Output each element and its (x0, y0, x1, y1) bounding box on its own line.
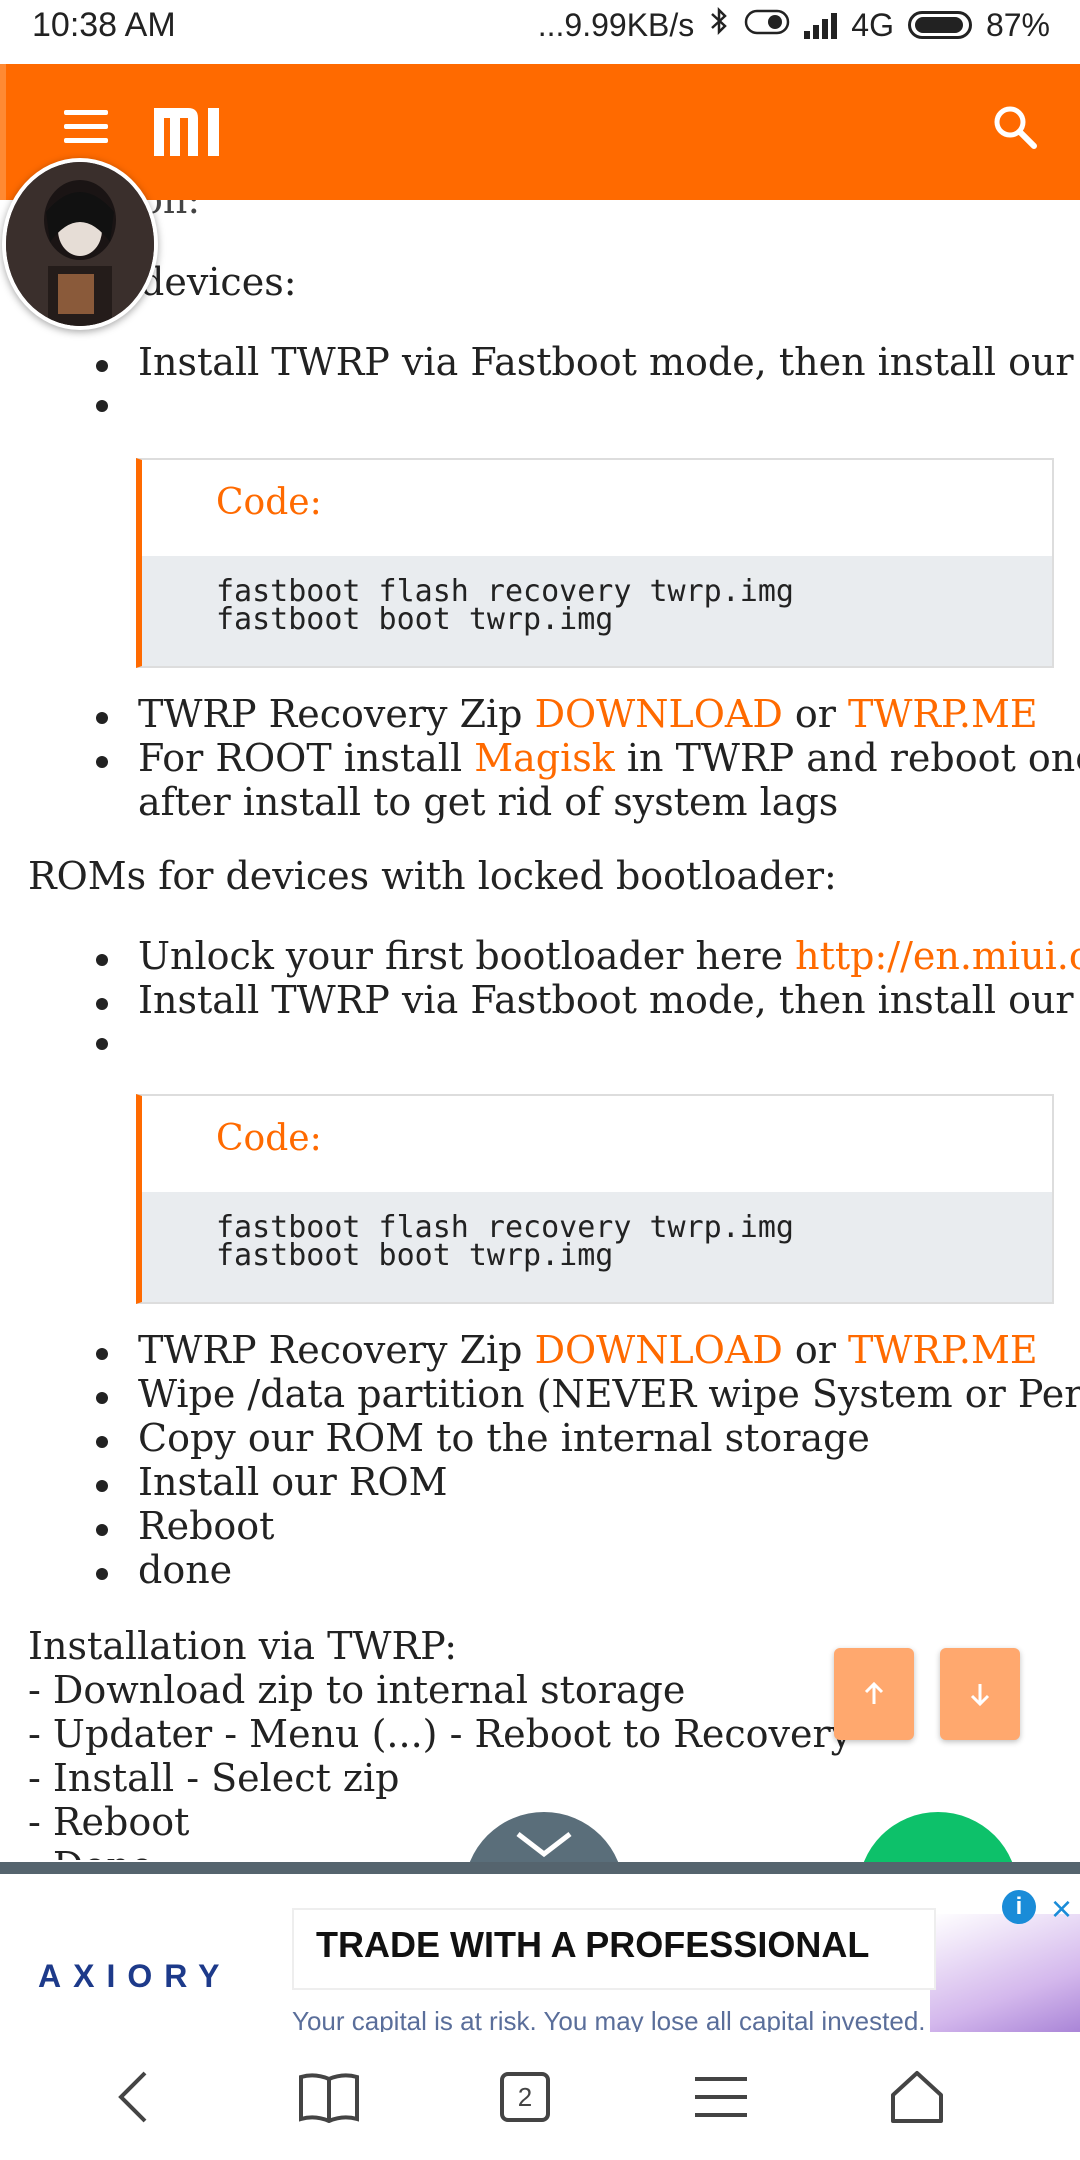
back-button[interactable] (98, 2062, 168, 2132)
magisk-link[interactable]: Magisk (474, 736, 615, 780)
status-icons: ...9.99KB/s 4G 87% (538, 6, 1050, 44)
code-body[interactable]: fastboot flash recovery twrp.img fastboo… (142, 1192, 1052, 1302)
arrow-down-icon (970, 1684, 990, 1707)
mi-logo[interactable] (154, 100, 228, 164)
code-line: fastboot flash recovery twrp.img (216, 574, 794, 609)
bullet (96, 1480, 108, 1492)
code-line: fastboot flash recovery twrp.img (216, 1210, 794, 1245)
signal-icon (804, 11, 838, 39)
battery-percent: 87% (985, 6, 1050, 43)
bullet (96, 1038, 108, 1050)
home-button[interactable] (882, 2062, 952, 2132)
tabs-count: 2 (500, 2072, 550, 2122)
bullet (96, 954, 108, 966)
app-header (0, 64, 1080, 200)
bullet (96, 1392, 108, 1404)
browser-bottom-nav: 2 (0, 2032, 1080, 2160)
list-item: Reboot (138, 1504, 275, 1548)
list-item: TWRP Recovery Zip DOWNLOAD or TWRP.ME (138, 1328, 1038, 1372)
network-type: 4G (851, 6, 894, 43)
list-item: Install our ROM (138, 1460, 448, 1504)
install-step: - Download zip to internal storage (28, 1668, 686, 1712)
code-block: Code: fastboot flash recovery twrp.img f… (136, 458, 1054, 668)
bookmarks-button[interactable] (294, 2062, 364, 2132)
twrp-me-link[interactable]: TWRP.ME (848, 1328, 1038, 1372)
code-label: Code: (216, 1118, 322, 1159)
menu-icon (695, 2077, 747, 2117)
bullet (96, 756, 108, 768)
download-link[interactable]: DOWNLOAD (534, 1328, 783, 1372)
bullet (96, 1568, 108, 1580)
status-bar: 10:38 AM ...9.99KB/s 4G 87% (0, 0, 1080, 64)
network-speed: ...9.99KB/s (537, 6, 695, 43)
ad-banner[interactable]: AXIORY TRADE WITH A PROFESSIONAL Your ca… (0, 1862, 1080, 2032)
code-label: Code: (216, 482, 322, 523)
bullet (96, 1436, 108, 1448)
download-link[interactable]: DOWNLOAD (534, 692, 783, 736)
section-heading: Installation via TWRP: (28, 1624, 458, 1668)
code-line: fastboot boot twrp.img (216, 602, 614, 637)
battery-icon (907, 11, 972, 39)
list-item: done (138, 1548, 233, 1592)
install-step: - Reboot (28, 1800, 190, 1844)
code-block: Code: fastboot flash recovery twrp.img f… (136, 1094, 1054, 1304)
status-time: 10:38 AM (32, 6, 176, 44)
chevron-down-icon (516, 1832, 572, 1858)
bullet (96, 360, 108, 372)
scroll-down-button[interactable] (940, 1648, 1020, 1740)
install-step: - Done (28, 1844, 153, 1860)
scroll-up-button[interactable] (834, 1648, 914, 1740)
book-icon (299, 2073, 359, 2123)
ad-image (930, 1914, 1080, 2032)
ad-headline-box: TRADE WITH A PROFESSIONAL (292, 1908, 936, 1990)
ad-disclaimer: Your capital is at risk. You may lose al… (292, 2006, 926, 2032)
code-body[interactable]: fastboot flash recovery twrp.img fastboo… (142, 556, 1052, 666)
unlock-link[interactable]: http://en.miui.com/unlock/ (795, 934, 1080, 978)
intro-text: devices: (140, 260, 297, 304)
bullet (96, 1524, 108, 1536)
install-step: - Install - Select zip (28, 1756, 400, 1800)
bullet (96, 1348, 108, 1360)
ad-info-icon[interactable]: i (1002, 1890, 1036, 1924)
ad-headline: TRADE WITH A PROFESSIONAL (316, 1924, 870, 1965)
menu-button[interactable] (686, 2062, 756, 2132)
partial-text: on: (140, 200, 201, 222)
list-item: Wipe /data partition (NEVER wipe System … (138, 1372, 1080, 1416)
list-item: Copy our ROM to the internal storage (138, 1416, 870, 1460)
avatar[interactable] (2, 158, 158, 330)
ad-close-icon[interactable]: × (1050, 1888, 1072, 1929)
tabs-button[interactable]: 2 (490, 2062, 560, 2132)
list-item: Install TWRP via Fastboot mode, then ins… (138, 978, 1080, 1022)
list-item: Install TWRP via Fastboot mode, then ins… (138, 340, 1080, 384)
list-item: For ROOT install Magisk in TWRP and rebo… (138, 736, 1080, 780)
install-step: - Updater - Menu (...) - Reboot to Recov… (28, 1712, 853, 1756)
post-content: on: devices: Install TWRP via Fastboot m… (0, 200, 1080, 1860)
toggle-icon (744, 7, 790, 44)
section-heading: ROMs for devices with locked bootloader: (28, 854, 837, 898)
back-icon (118, 2071, 147, 2123)
ad-brand: AXIORY (38, 1958, 232, 1994)
bullet (96, 712, 108, 724)
arrow-up-icon (864, 1681, 884, 1704)
bullet (96, 998, 108, 1010)
hamburger-icon[interactable] (64, 110, 108, 144)
bluetooth-icon (708, 6, 730, 44)
code-line: fastboot boot twrp.img (216, 1238, 614, 1273)
bullet (96, 400, 108, 412)
twrp-me-link[interactable]: TWRP.ME (848, 692, 1038, 736)
search-icon[interactable] (992, 104, 1038, 150)
list-item-continuation: after install to get rid of system lags (138, 780, 839, 824)
list-item: Unlock your first bootloader here http:/… (138, 934, 1080, 978)
list-item: TWRP Recovery Zip DOWNLOAD or TWRP.ME (138, 692, 1038, 736)
home-icon (891, 2071, 943, 2123)
